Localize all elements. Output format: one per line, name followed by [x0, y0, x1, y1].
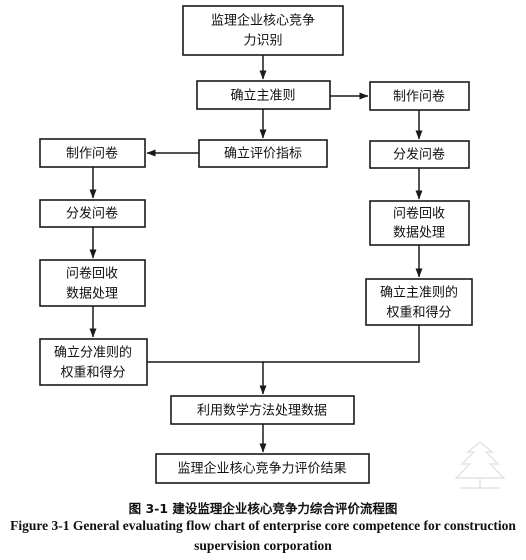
node-distribute-questionnaire-right-label: 分发问卷 [393, 147, 445, 163]
node-collect-process-right-line-2: 数据处理 [393, 226, 445, 241]
node-eval-index: 确立评价指标 [198, 139, 328, 168]
node-math-process: 利用数学方法处理数据 [170, 395, 355, 425]
node-make-questionnaire-left-label: 制作问卷 [66, 146, 118, 162]
node-make-questionnaire-right-label: 制作问卷 [393, 89, 445, 105]
edge-sub-weight-merge [147, 361, 267, 395]
node-sub-criteria-weight-line-1: 确立分准则的 [54, 345, 132, 361]
node-main-criteria-label: 确立主准则 [230, 89, 295, 104]
node-main-criteria-weight: 确立主准则的 权重和得分 [365, 278, 473, 326]
figure-caption-english-line-1: Figure 3-1 General evaluating flow chart… [10, 518, 516, 533]
node-make-questionnaire-left: 制作问卷 [39, 138, 146, 168]
figure-caption-chinese: 图 3-1 建设监理企业核心竞争力综合评价流程图 [128, 501, 398, 516]
node-collect-process-left: 问卷回收 数据处理 [39, 259, 146, 307]
node-sub-criteria-weight-line-2: 权重和得分 [60, 365, 125, 381]
node-main-criteria-weight-line-1: 确立主准则的 [380, 285, 458, 301]
flowchart: 监理企业核心竞争 力识别 确立主准则 制作问卷 确立评价指标 制作问卷 分发问卷… [39, 5, 473, 484]
node-collect-process-left-line-1: 问卷回收 [66, 266, 118, 282]
node-collect-process-left-line-2: 数据处理 [66, 287, 118, 302]
node-make-questionnaire-right: 制作问卷 [369, 81, 470, 111]
flow-edges [89, 55, 423, 453]
watermark-logo-icon [454, 441, 506, 489]
edge-main-weight-merge [263, 325, 420, 363]
node-distribute-questionnaire-left-label: 分发问卷 [66, 206, 118, 222]
node-identify: 监理企业核心竞争 力识别 [182, 5, 344, 56]
node-math-process-label: 利用数学方法处理数据 [197, 403, 327, 419]
node-main-criteria-weight-line-2: 权重和得分 [386, 305, 451, 321]
node-main-criteria: 确立主准则 [196, 80, 331, 110]
node-evaluation-result: 监理企业核心竞争力评价结果 [155, 453, 370, 484]
figure-caption-english-line-2: supervision corporation [194, 538, 332, 553]
node-eval-index-label: 确立评价指标 [224, 147, 302, 162]
node-collect-process-right-line-1: 问卷回收 [393, 206, 445, 222]
node-collect-process-right: 问卷回收 数据处理 [369, 200, 470, 246]
node-distribute-questionnaire-left: 分发问卷 [39, 199, 146, 228]
node-distribute-questionnaire-right: 分发问卷 [369, 140, 470, 169]
node-identify-line-1: 监理企业核心竞争 [211, 13, 315, 29]
node-identify-line-2: 力识别 [243, 34, 282, 49]
node-evaluation-result-label: 监理企业核心竞争力评价结果 [177, 461, 346, 477]
node-sub-criteria-weight: 确立分准则的 权重和得分 [39, 338, 148, 386]
